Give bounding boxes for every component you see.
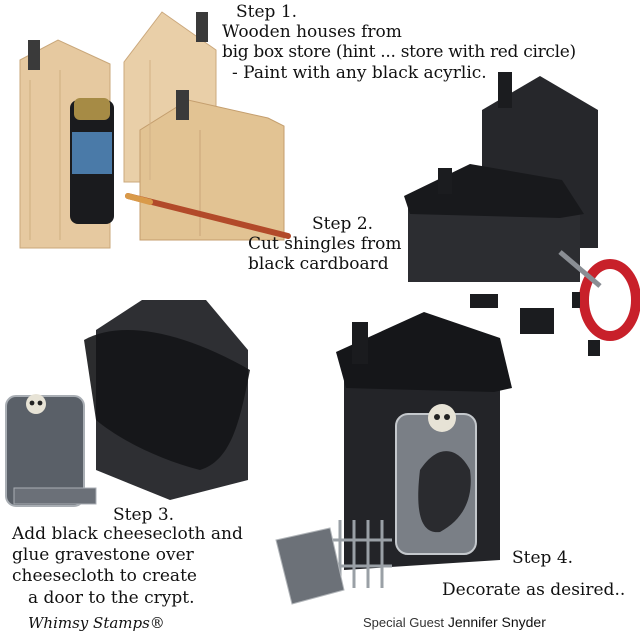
step1-line-3: - Paint with any black acyrlic. [232,63,487,83]
step3-title: Step 3. [113,505,175,525]
step3-line-3: cheesecloth to create [12,566,197,586]
brand-logo: Whimsy Stamps® [28,614,165,632]
step4-title: Step 4. [512,548,574,568]
step3-line-4: a door to the crypt. [28,588,195,608]
step1-title: Step 1. [236,2,298,22]
wooden-houses-photo [19,11,291,249]
guest-prefix: Special Guest [363,615,444,630]
step2-line-2: black cardboard [248,254,389,274]
decorated-crypt-photo [275,312,512,605]
step2-line-1: Cut shingles from [248,234,402,254]
painted-houses-photo [404,72,640,356]
cheesecloth-house-photo [5,300,250,507]
step4-line-1: Decorate as desired.. [442,580,626,600]
step1-line-1: Wooden houses from [222,22,402,42]
step3-line-1: Add black cheesecloth and [12,524,243,544]
guest-name: Jennifer Snyder [447,614,546,630]
guest-credit: Special Guest Jennifer Snyder [363,614,546,630]
step3-line-2: glue gravestone over [12,545,194,565]
step1-line-2: big box store (hint ... store with red c… [222,42,576,62]
step2-title: Step 2. [312,214,374,234]
